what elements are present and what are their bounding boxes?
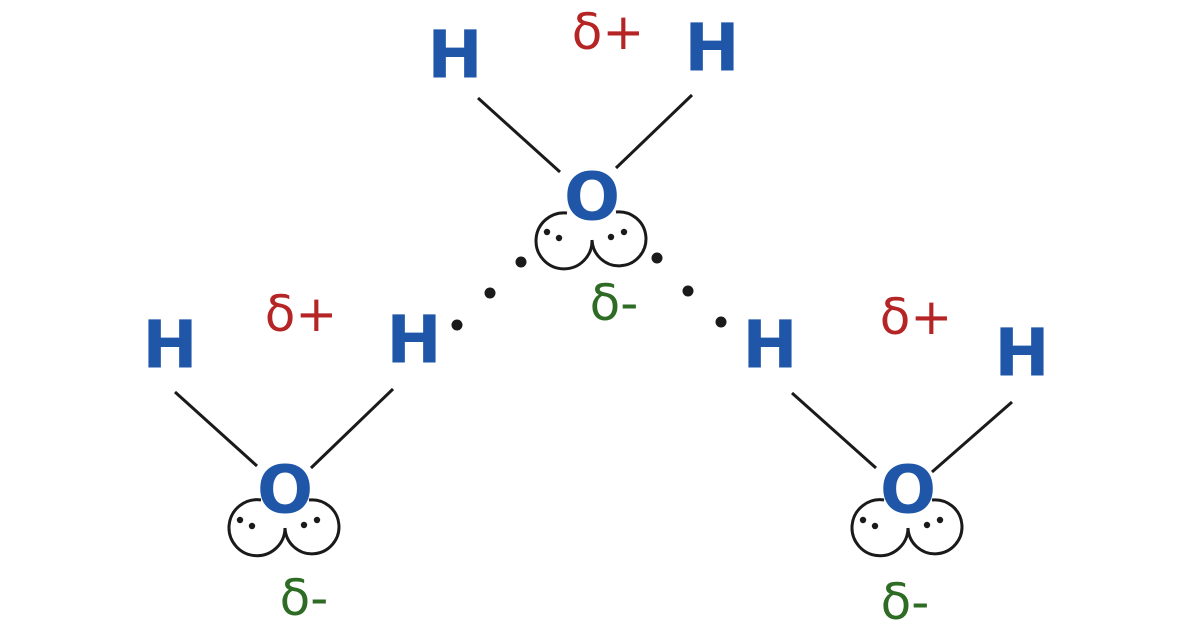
hydrogen-atom-top-left: H: [427, 17, 482, 94]
hydrogen-atom-left-right: H: [386, 302, 441, 379]
water-molecule-right: H H O δ+ δ-: [742, 288, 1049, 630]
covalent-bond-right-right: [931, 400, 1013, 474]
lone-pair-top-right: [590, 210, 648, 268]
partial-positive-label-left: δ+: [265, 285, 338, 343]
partial-negative-label-top: δ-: [590, 274, 639, 332]
covalent-bond-top-left: [476, 96, 562, 174]
covalent-bond-right-left: [791, 391, 877, 470]
hydrogen-atom-left-left: H: [142, 307, 197, 384]
lone-pair-left-left: [227, 498, 287, 558]
partial-positive-label-right: δ+: [880, 288, 953, 346]
hydrogen-atom-right-right: H: [994, 315, 1049, 392]
lone-pair-right-right: [906, 498, 964, 556]
covalent-bond-top-right: [614, 93, 694, 170]
hydrogen-bond-right: [651, 252, 727, 328]
hydrogen-bond-left: [451, 256, 527, 331]
lone-pair-right-left: [850, 498, 910, 558]
water-molecule-left: H H O δ+ δ-: [142, 285, 441, 627]
partial-negative-label-left: δ-: [280, 569, 329, 627]
oxygen-atom-left: O: [257, 452, 313, 529]
water-molecule-top: H H O δ+ δ-: [427, 3, 739, 332]
hydrogen-atom-top-right: H: [684, 10, 739, 87]
oxygen-atom-right: O: [880, 452, 936, 529]
oxygen-atom-top: O: [564, 159, 620, 236]
lone-pair-top-left: [534, 211, 594, 271]
hydrogen-atom-right-left: H: [742, 307, 797, 384]
lone-pair-left-right: [283, 498, 341, 556]
covalent-bond-left-left: [173, 390, 259, 468]
covalent-bond-left-right: [309, 387, 395, 470]
partial-negative-label-right: δ-: [881, 573, 930, 630]
partial-positive-label-top: δ+: [572, 3, 645, 61]
